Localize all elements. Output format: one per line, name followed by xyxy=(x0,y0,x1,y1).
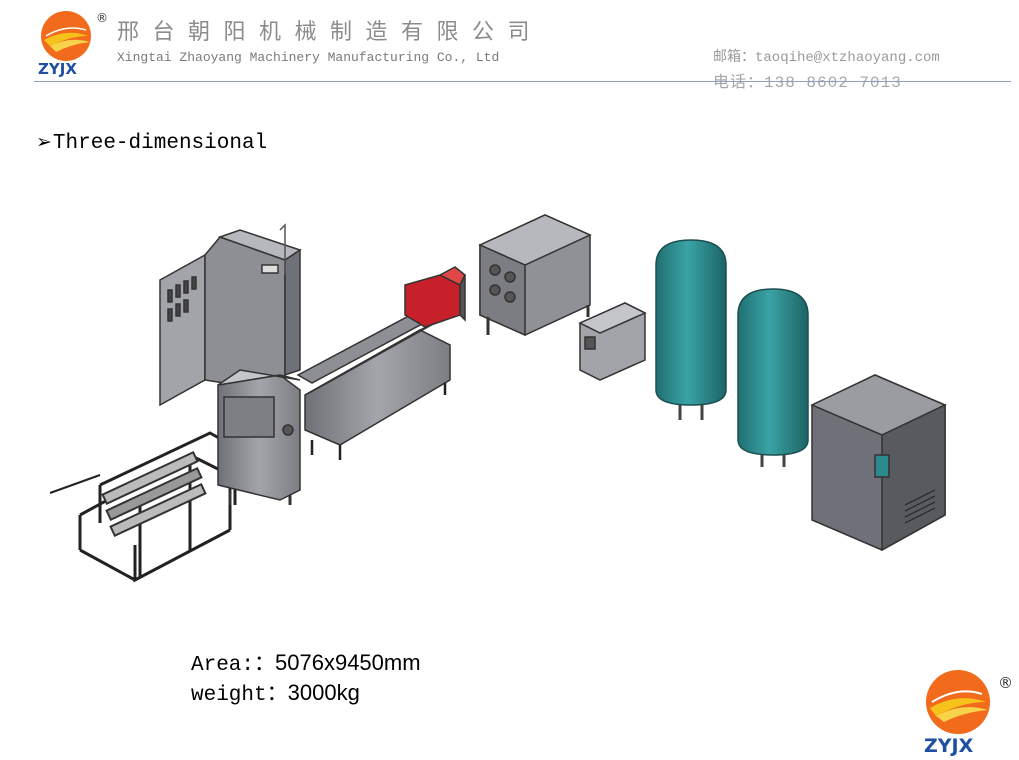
production-line-3d-illustration xyxy=(49,214,947,583)
control-cabinet xyxy=(159,223,302,407)
air-tank-1 xyxy=(655,239,727,420)
air-compressor xyxy=(810,374,947,552)
extruder xyxy=(296,266,466,460)
company-name-chinese: 邢台朝阳机械制造有限公司 xyxy=(117,20,544,45)
company-name-english: Xingtai Zhaoyang Machinery Manufacturing… xyxy=(117,50,500,65)
header-divider xyxy=(34,81,1011,82)
arrow-bullet-icon: ➢ xyxy=(36,131,52,153)
air-tank-2 xyxy=(737,288,809,467)
area-label: Area:： xyxy=(191,654,276,677)
dryer-unit xyxy=(478,214,592,337)
weight-label: weight： xyxy=(191,684,288,707)
registered-mark-footer: ® xyxy=(998,674,1013,692)
winder-machine xyxy=(49,431,237,583)
cooling-tank xyxy=(217,369,301,505)
section-heading-text: Three-dimensional xyxy=(52,132,268,155)
spec-area: Area:：5076x9450mm xyxy=(191,647,421,677)
company-logo: ZYJX ® xyxy=(38,11,108,78)
area-value: 5076x9450mm xyxy=(275,650,421,675)
logo-wordmark-footer: ZYJX xyxy=(924,735,974,756)
contact-email: 邮箱：taoqihe@xtzhaoyang.com xyxy=(713,50,940,66)
section-heading: ➢Three-dimensional xyxy=(36,131,267,155)
weight-value: 3000kg xyxy=(287,680,360,705)
contact-phone: 电话：138 8602 7013 xyxy=(713,74,902,92)
chiller-unit xyxy=(578,302,647,381)
company-logo-footer: ZYJX ® xyxy=(924,670,1013,756)
registered-mark: ® xyxy=(96,11,108,25)
spec-weight: weight：3000kg xyxy=(191,677,360,707)
logo-wordmark: ZYJX xyxy=(38,60,77,78)
